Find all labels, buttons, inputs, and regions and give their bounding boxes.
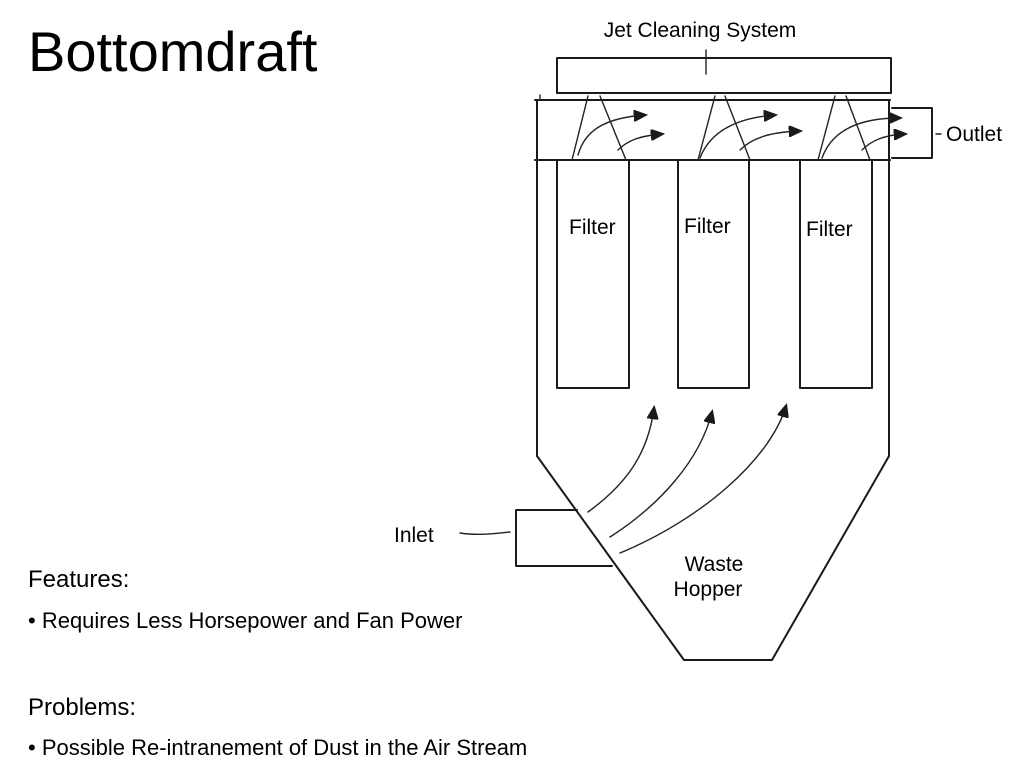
jet-cleaning-box bbox=[556, 57, 892, 94]
waste-hopper-label: Hopper bbox=[674, 578, 743, 601]
feature-item: • Requires Less Horsepower and Fan Power bbox=[28, 608, 463, 633]
outlet-duct bbox=[891, 107, 933, 159]
outlet-label: Outlet bbox=[946, 123, 1002, 146]
filter-bag bbox=[799, 159, 873, 389]
filter-bag bbox=[556, 159, 630, 389]
filter-label: Filter bbox=[684, 215, 731, 238]
filter-bag bbox=[677, 159, 750, 389]
problems-heading: Problems: bbox=[28, 694, 137, 721]
clean-air-plenum bbox=[534, 94, 891, 161]
dirty-air-arrows bbox=[587, 406, 786, 554]
slide-title: Bottomdraft bbox=[28, 20, 318, 83]
collector-housing bbox=[536, 159, 890, 661]
jet-nozzle-lines bbox=[571, 95, 871, 161]
inlet-label: Inlet bbox=[394, 524, 434, 547]
problem-item: • Possible Re-intranement of Dust in the… bbox=[28, 735, 528, 760]
features-heading: Features: bbox=[28, 566, 130, 593]
waste-hopper-label: Waste bbox=[685, 553, 744, 576]
inlet-pointer bbox=[459, 531, 511, 535]
filter-label: Filter bbox=[806, 218, 853, 241]
inlet-duct bbox=[515, 509, 613, 567]
jet-cleaning-label: Jet Cleaning System bbox=[604, 19, 797, 42]
clean-air-arrows bbox=[577, 115, 905, 159]
filter-label: Filter bbox=[569, 216, 616, 239]
